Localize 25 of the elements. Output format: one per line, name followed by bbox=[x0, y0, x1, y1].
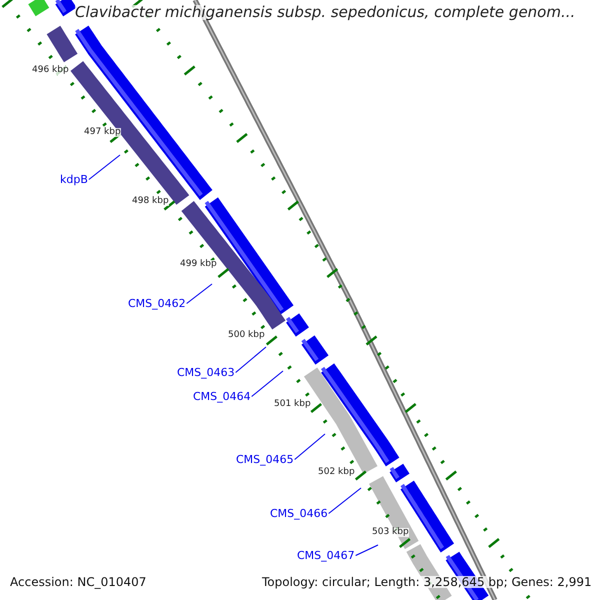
accession-text: Accession: NC_010407 bbox=[10, 576, 146, 588]
title: Clavibacter michiganensis subsp. sepedonicus, complete genom... bbox=[75, 5, 576, 20]
leader-line bbox=[251, 370, 284, 397]
topology-text: Topology: circular; Length: 3,258,645 bp; Genes: 2,991 bbox=[262, 576, 592, 588]
scale-label: 502 kbp bbox=[318, 468, 355, 477]
leader-line bbox=[235, 346, 266, 373]
scale-label: 498 kbp bbox=[132, 197, 169, 206]
scale-label: 499 kbp bbox=[180, 260, 217, 269]
scale-label: 503 kbp bbox=[372, 528, 409, 537]
leader-line bbox=[294, 434, 326, 460]
scale-label: 500 kbp bbox=[228, 331, 265, 340]
gene-label: CMS_0462 bbox=[128, 298, 186, 309]
gene-label: CMS_0463 bbox=[177, 367, 235, 378]
gene-label: CMS_0464 bbox=[193, 391, 251, 402]
gene-label: CMS_0466 bbox=[270, 508, 328, 519]
leader-line bbox=[355, 544, 378, 556]
scale-label: 496 kbp bbox=[32, 66, 69, 75]
scale-label: 501 kbp bbox=[274, 400, 311, 409]
leader-line bbox=[186, 284, 212, 304]
scale-label: 497 kbp bbox=[84, 128, 121, 137]
leader-line bbox=[328, 488, 362, 514]
gene-label: CMS_0465 bbox=[236, 454, 294, 465]
gene-label: kdpB bbox=[60, 174, 88, 185]
gene-label: CMS_0467 bbox=[297, 550, 355, 561]
leader-line bbox=[88, 154, 120, 180]
